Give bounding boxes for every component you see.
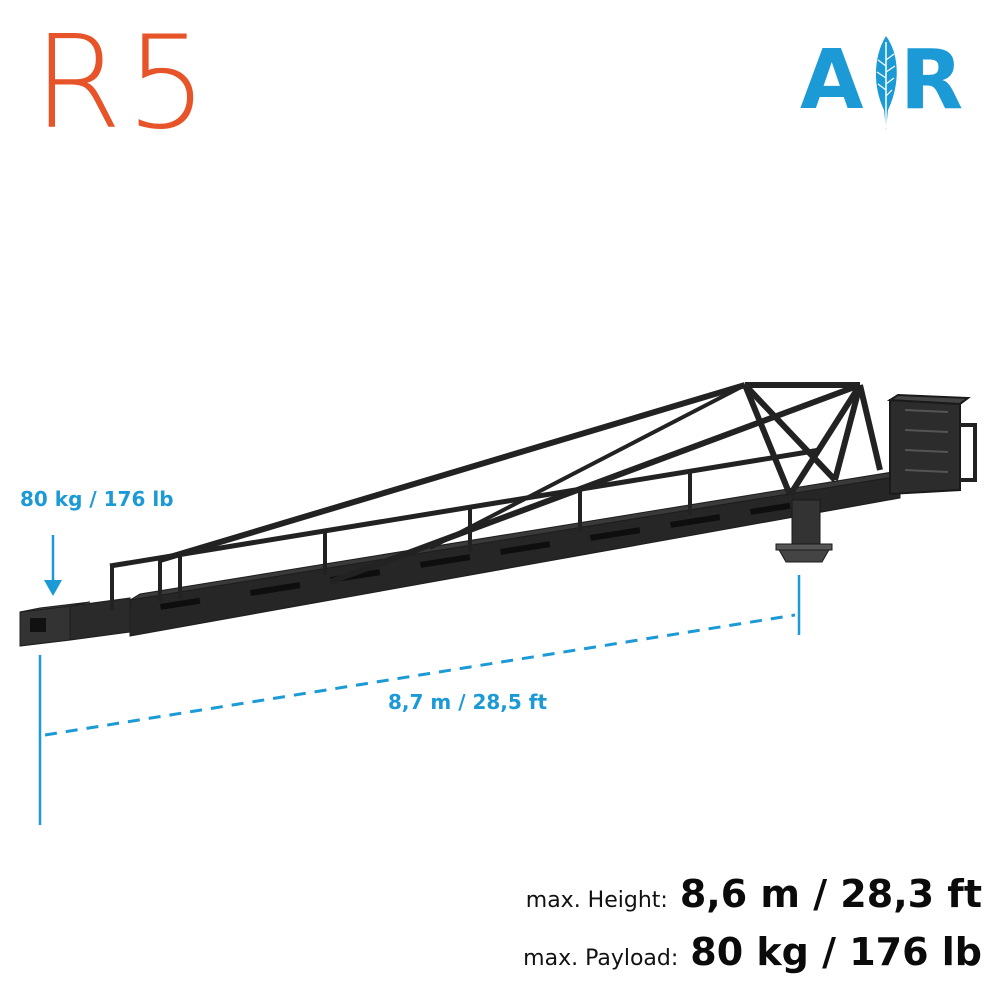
- payload-callout: 80 kg / 176 lb: [20, 487, 174, 511]
- crane-pivot: [775, 499, 833, 563]
- dimension-lines: [38, 535, 801, 825]
- crane-diagonal-rail: [328, 382, 862, 585]
- spec-payload-row: max. Payload: 80 kg / 176 lb: [523, 930, 982, 974]
- spec-height-value: 8,6 m / 28,3 ft: [679, 872, 982, 916]
- spec-payload-value: 80 kg / 176 lb: [690, 930, 982, 974]
- logo-letter-a: A: [800, 33, 864, 128]
- logo-letter-r: R: [900, 33, 963, 128]
- model-title: R5: [33, 9, 212, 158]
- reach-dashed-line: [44, 613, 796, 737]
- crane-tower: [742, 382, 883, 497]
- reach-label: 8,7 m / 28,5 ft: [388, 690, 548, 714]
- spec-height-row: max. Height: 8,6 m / 28,3 ft: [526, 872, 982, 916]
- crane-lower-rail: [109, 447, 821, 569]
- crane-counterweight: [886, 393, 977, 496]
- feather-icon: [875, 36, 897, 130]
- payload-arrow-head: [44, 580, 62, 596]
- air-logo: A R: [800, 33, 963, 130]
- crane-posts: [110, 473, 692, 610]
- spec-height-label: max. Height:: [525, 888, 668, 913]
- crane-upper-rail: [159, 382, 746, 563]
- arm-cutouts: [160, 502, 791, 610]
- crane: [19, 382, 977, 647]
- spec-payload-label: max. Payload:: [523, 946, 679, 971]
